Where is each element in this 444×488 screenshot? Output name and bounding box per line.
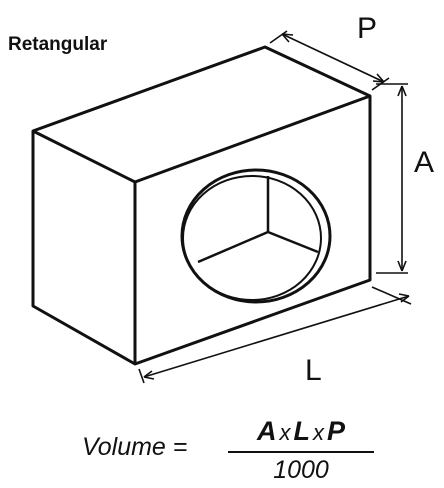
formula-denominator: 1000 — [273, 456, 329, 484]
formula-lhs: Volume = — [82, 433, 188, 461]
length-dimension-line — [138, 286, 412, 384]
formula-term-length: L — [293, 416, 310, 446]
box-front-top-edge — [32, 94, 371, 184]
opening-rim-inner — [182, 175, 322, 301]
depth-dimension-line — [269, 30, 390, 91]
rectangular-box-diagram: P A L — [31, 12, 434, 387]
opening-rim-outer — [180, 168, 332, 304]
formula-term-height: A — [256, 416, 277, 446]
length-label: L — [305, 354, 322, 387]
formula-term-depth: P — [326, 416, 345, 446]
depth-label: P — [357, 12, 377, 45]
height-label: A — [414, 146, 434, 179]
formula-operator: x — [312, 420, 324, 445]
diagram-title: Retangular — [8, 34, 108, 55]
circular-opening — [180, 168, 332, 304]
box-outline — [31, 45, 372, 366]
opening-inner-edges — [197, 176, 319, 264]
fraction-bar — [228, 451, 374, 453]
height-dimension-line — [376, 83, 408, 274]
formula-operator: x — [279, 420, 291, 445]
